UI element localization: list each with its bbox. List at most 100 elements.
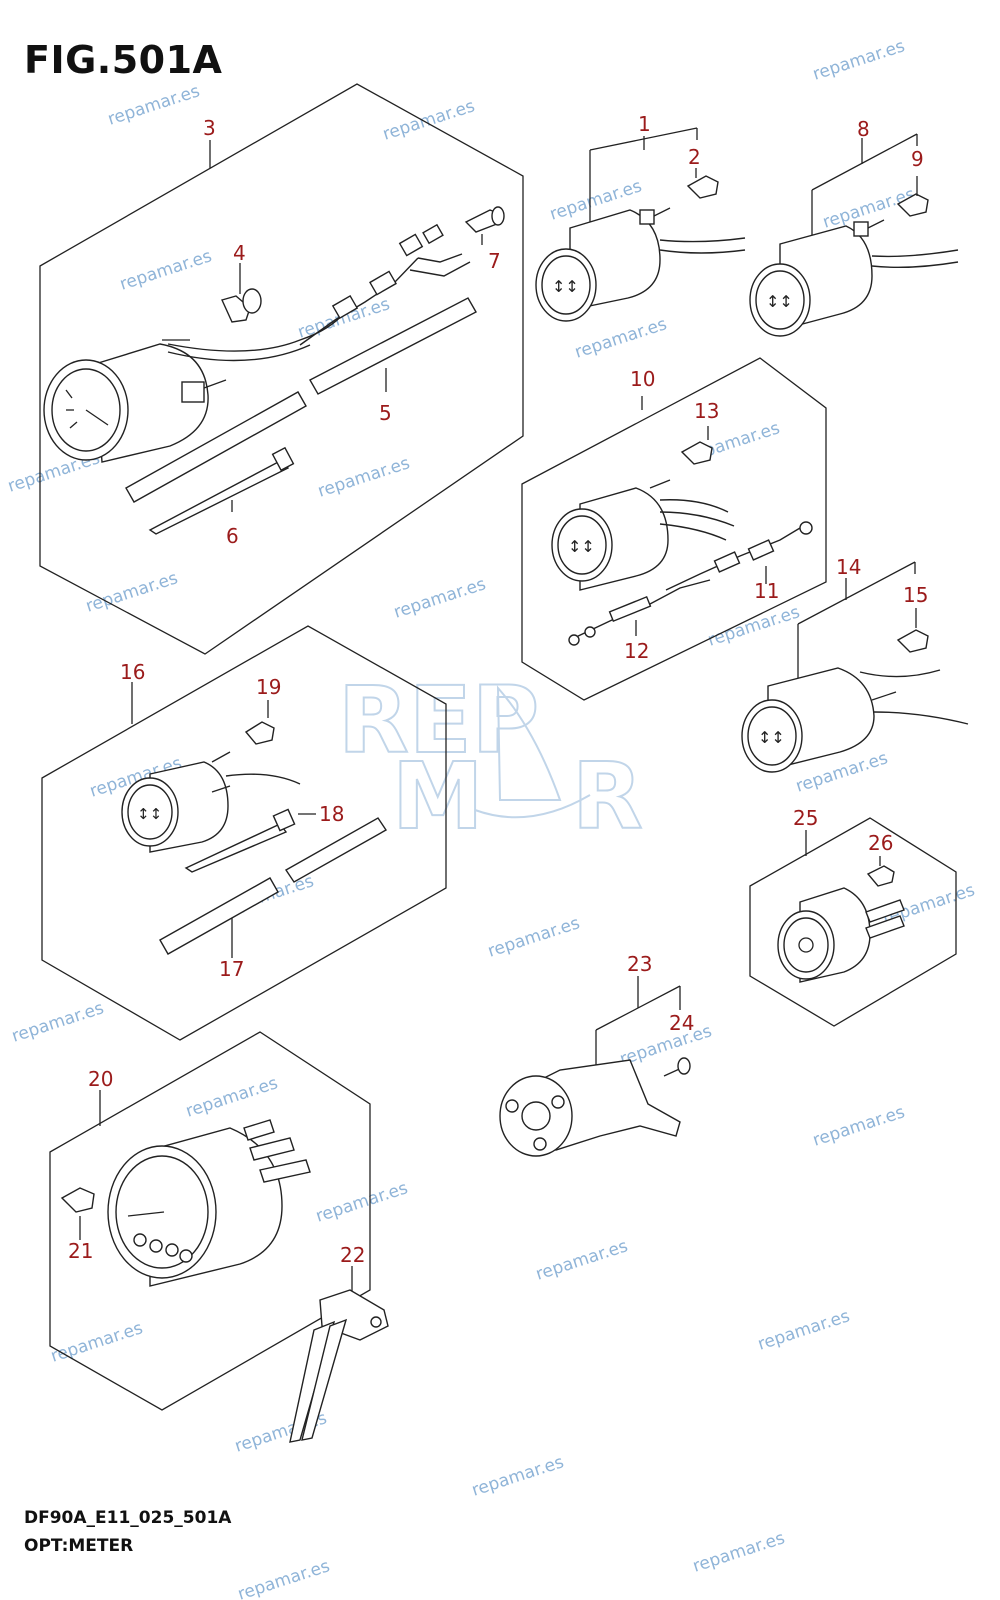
callout-3: 3 [203, 116, 216, 140]
wire-lead-icon [665, 521, 813, 591]
bulb-icon [680, 441, 713, 465]
gauge-icon [777, 887, 905, 983]
tube-icon [125, 297, 477, 503]
gauge-icon: ↕↕ [121, 751, 301, 853]
gauge-icon: ↕↕ [535, 207, 746, 322]
watermark-text: repamar.es [810, 36, 907, 85]
watermark-text: repamar.es [9, 998, 106, 1047]
group-23-bracket [499, 976, 691, 1157]
watermark-text: repamar.es [183, 1073, 280, 1122]
callout-26: 26 [868, 831, 893, 855]
watermark-text: repamar.es [572, 314, 669, 363]
group-14-meter: ↕↕ [741, 561, 969, 773]
callout-6: 6 [226, 524, 239, 548]
svg-text:↕↕: ↕↕ [758, 728, 785, 747]
callout-7: 7 [488, 249, 501, 273]
svg-text:↕↕: ↕↕ [568, 537, 595, 556]
callout-9: 9 [911, 147, 924, 171]
watermark-text: repamar.es [315, 453, 412, 502]
watermark-text: repamar.es [117, 246, 214, 295]
wire-lead-icon [568, 579, 711, 646]
watermark-text: repamar.es [235, 1556, 332, 1600]
bulb-icon [221, 288, 262, 323]
watermark-text: repamar.es [313, 1178, 410, 1227]
callout-1: 1 [638, 112, 651, 136]
group-25-meter-kit [749, 817, 957, 1027]
group-20-meter-kit [49, 1031, 371, 1411]
callout-12: 12 [624, 639, 649, 663]
watermark-text: repamar.es [533, 1236, 630, 1285]
group-16-outline [41, 625, 447, 1041]
watermark-text: repamar.es [485, 913, 582, 962]
sender-icon [289, 1266, 389, 1443]
watermark-text: repamar.es [380, 96, 477, 145]
svg-text:↕↕: ↕↕ [766, 292, 793, 311]
watermark-text: repamar.es [755, 1306, 852, 1355]
mounting-bracket-icon [499, 1059, 681, 1157]
callout-24: 24 [669, 1011, 694, 1035]
gauge-icon: ↕↕ [749, 219, 959, 337]
callout-labels: 3 4 7 5 6 1 2 8 9 10 13 11 12 14 15 16 1… [68, 112, 928, 1267]
callout-23: 23 [627, 952, 652, 976]
group-16-meter-kit: ↕↕ [41, 625, 447, 1041]
callout-17: 17 [219, 957, 244, 981]
watermark-text: repamar.es [48, 1318, 145, 1367]
diagram-code: DF90A_E11_025_501A [24, 1508, 232, 1528]
bulb-icon [866, 865, 895, 887]
group-10-outline [521, 357, 827, 701]
figure-title: FIG.501A [24, 38, 223, 82]
watermark-text: repamar.es [810, 1102, 907, 1151]
group-1-meter: ↕↕ [535, 127, 746, 322]
callout-13: 13 [694, 399, 719, 423]
callout-21: 21 [68, 1239, 93, 1263]
callout-5: 5 [379, 401, 392, 425]
cable-tie-icon [148, 446, 295, 535]
bulb-icon [686, 175, 719, 199]
watermark-logo: REP M R [337, 666, 644, 851]
group-3-outline [39, 83, 524, 655]
watermark-text: repamar.es [83, 568, 180, 617]
callout-22: 22 [340, 1243, 365, 1267]
bulb-icon [60, 1187, 95, 1213]
callout-20: 20 [88, 1067, 113, 1091]
callout-25: 25 [793, 806, 818, 830]
gauge-icon: ↕↕ [551, 479, 735, 591]
cable-tie-icon [184, 808, 296, 873]
group-3-meter-kit [39, 83, 524, 655]
watermark-text: repamar.es [705, 602, 802, 651]
harness-icon [299, 223, 471, 346]
watermark-text: repamar.es [469, 1452, 566, 1501]
callout-8: 8 [857, 117, 870, 141]
group-25-outline [749, 817, 957, 1027]
svg-text:↕↕: ↕↕ [137, 805, 162, 823]
watermark-text: repamar.es [391, 574, 488, 623]
callout-10: 10 [630, 367, 655, 391]
diagram-subtitle: OPT:METER [24, 1536, 134, 1556]
gauge-icon [107, 1119, 311, 1287]
group-20-outline [49, 1031, 371, 1411]
watermark-text: repamar.es [690, 1528, 787, 1577]
callout-19: 19 [256, 675, 281, 699]
group-8-meter: ↕↕ [749, 133, 959, 337]
watermark-wave-icon [474, 794, 591, 819]
bulb-icon [896, 193, 929, 217]
callout-11: 11 [754, 579, 779, 603]
callout-15: 15 [903, 583, 928, 607]
tube-icon [159, 817, 388, 955]
callout-2: 2 [688, 145, 701, 169]
watermark-sail-icon [496, 685, 562, 801]
socket-icon [464, 206, 505, 233]
bulb-icon [896, 629, 929, 653]
callout-18: 18 [319, 802, 344, 826]
group-10-meter-kit: ↕↕ [521, 357, 827, 701]
screw-icon [663, 1057, 691, 1077]
gauge-icon: ↕↕ [741, 667, 969, 773]
callout-14: 14 [836, 555, 861, 579]
watermark-text: repamar.es [617, 1021, 714, 1070]
watermark-logo-bottom-right: R [572, 743, 643, 850]
bulb-icon [244, 721, 275, 745]
callout-4: 4 [233, 241, 246, 265]
watermark-logo-top: REP [338, 667, 539, 774]
svg-text:↕↕: ↕↕ [552, 277, 579, 296]
